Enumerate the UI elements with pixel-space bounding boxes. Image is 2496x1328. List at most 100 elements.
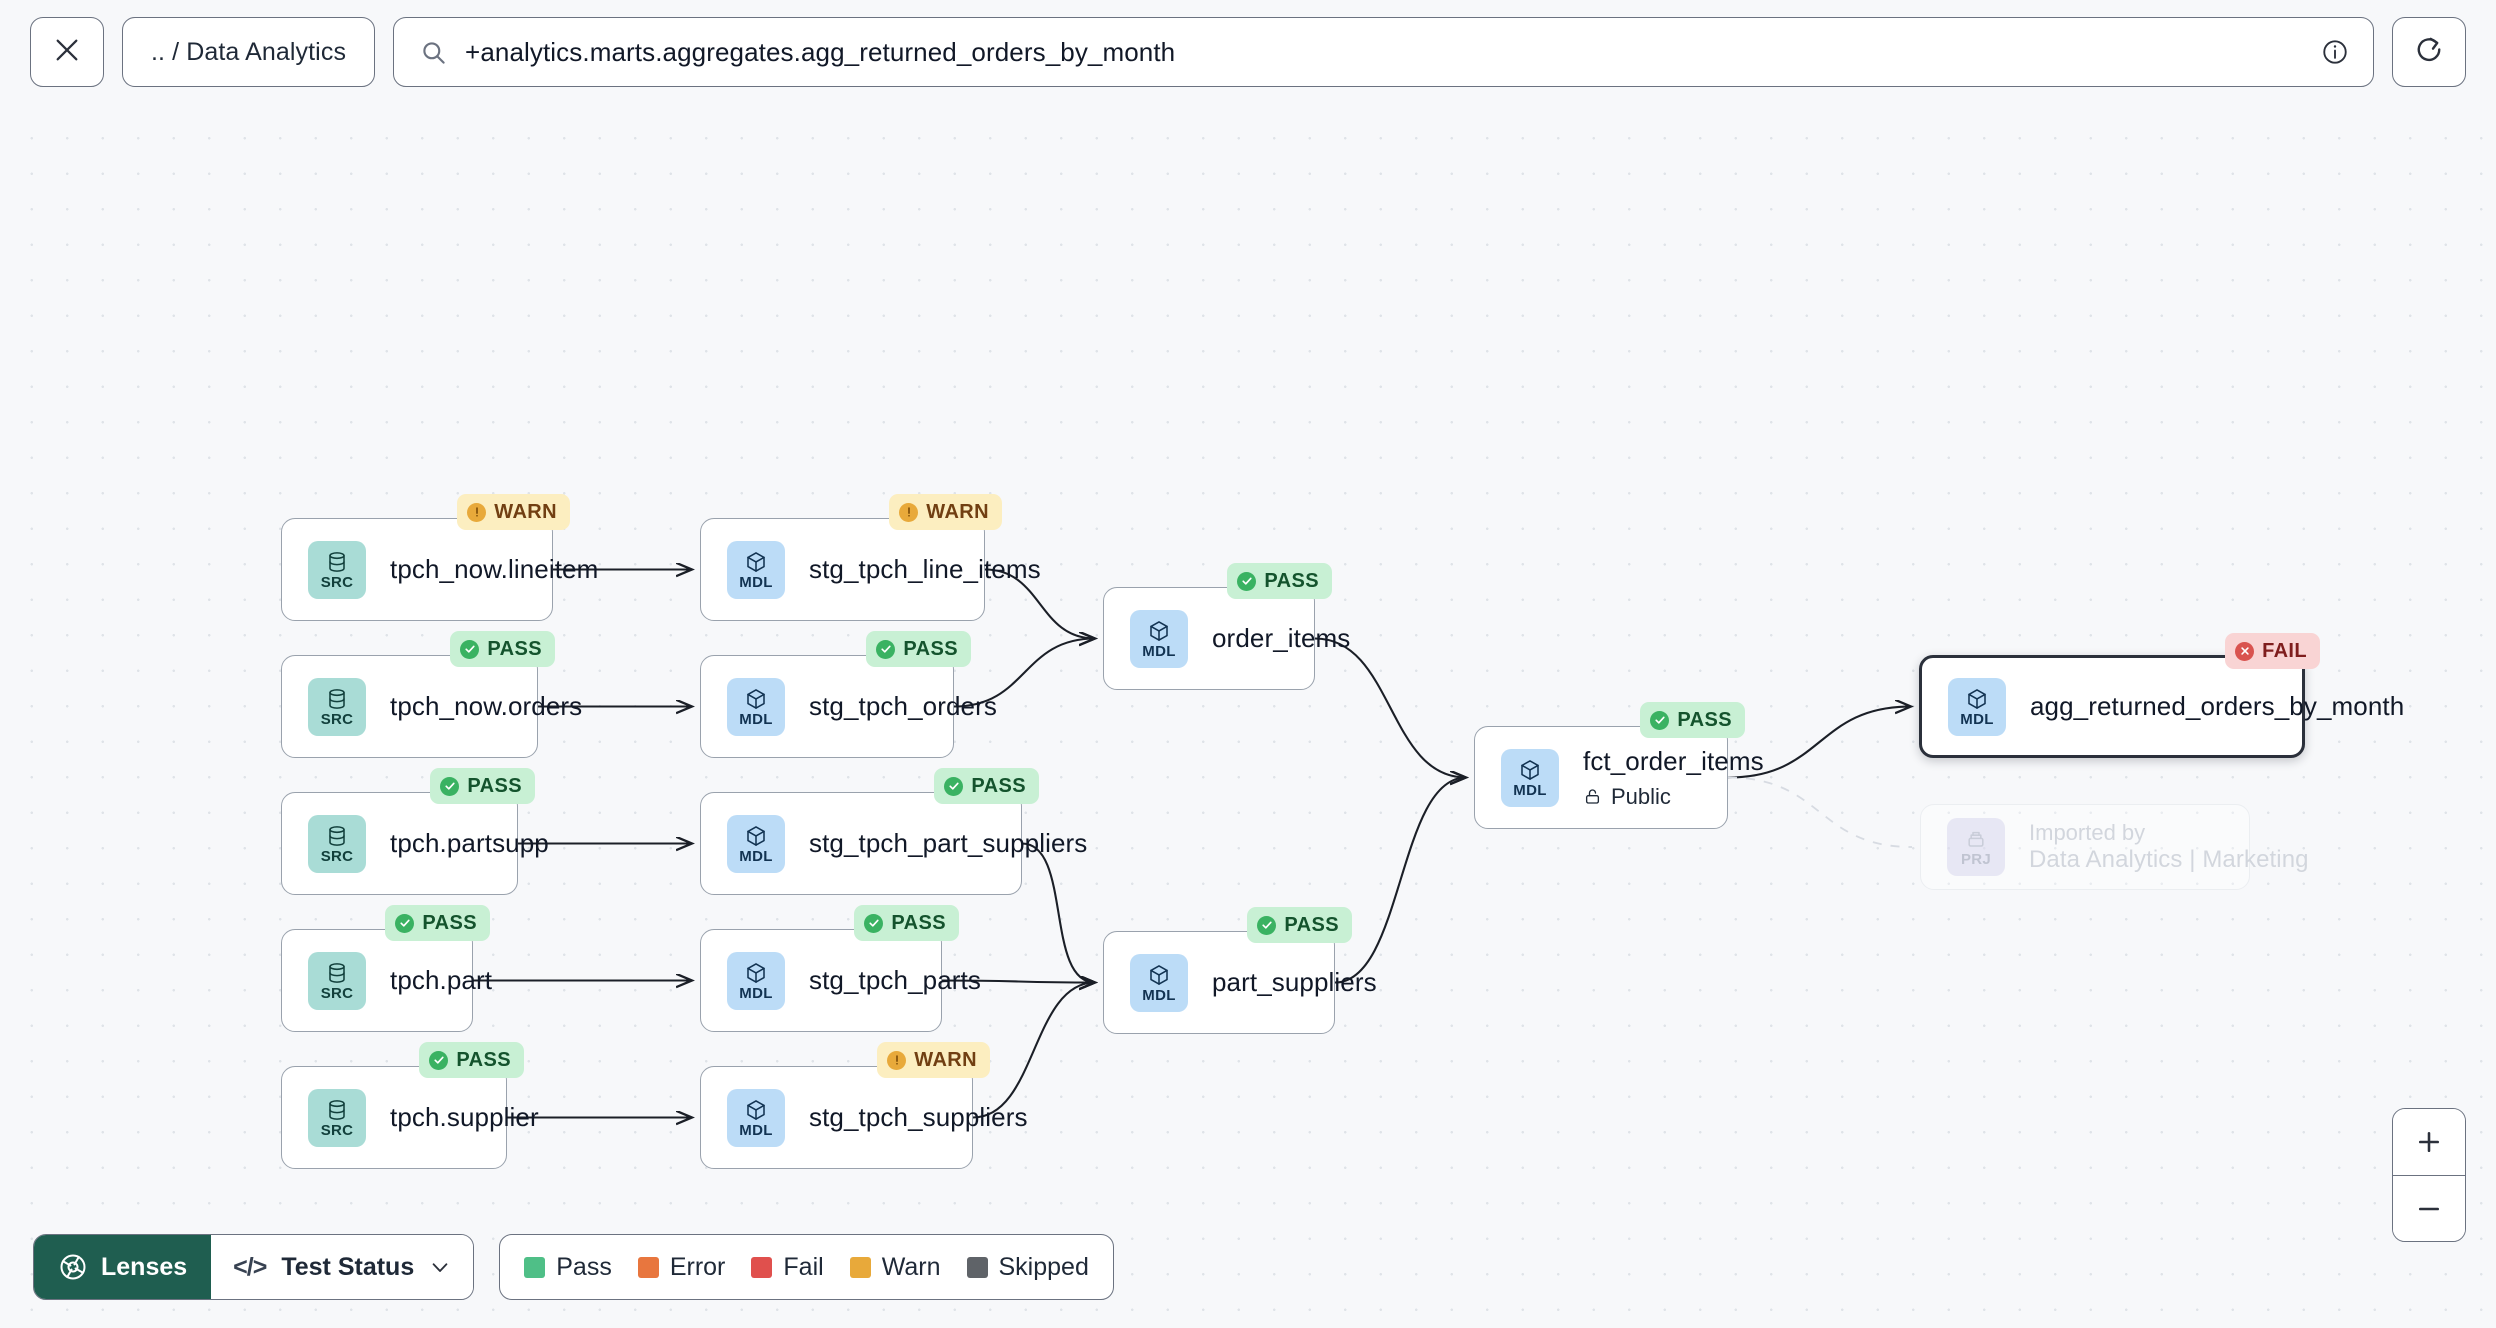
zoom-in-button[interactable] bbox=[2393, 1109, 2465, 1175]
status-badge-fail[interactable]: FAIL bbox=[2225, 633, 2320, 669]
legend-label: Warn bbox=[881, 1252, 941, 1281]
warn-icon bbox=[899, 502, 919, 522]
legend-swatch bbox=[849, 1256, 871, 1278]
graph-node-src-supplier[interactable]: PASS SRC tpch.supplier bbox=[281, 1042, 539, 1169]
lenses-button[interactable]: Lenses bbox=[34, 1235, 212, 1299]
node-type-label: MDL bbox=[739, 573, 773, 591]
node-body: tpch.partsupp bbox=[390, 828, 549, 859]
node-type-label: SRC bbox=[320, 710, 354, 728]
node-body: order_items bbox=[1212, 623, 1350, 654]
status-badge-pass[interactable]: PASS bbox=[1247, 907, 1352, 943]
node-type-label: MDL bbox=[739, 710, 773, 728]
test-status-dropdown[interactable]: </> Test Status bbox=[211, 1235, 474, 1299]
legend-item-fail[interactable]: Fail bbox=[751, 1253, 824, 1282]
breadcrumb[interactable]: .. / Data Analytics bbox=[122, 17, 376, 87]
node-body: tpch.supplier bbox=[390, 1102, 539, 1133]
breadcrumb-label: .. / Data Analytics bbox=[151, 37, 347, 66]
search-input[interactable]: +analytics.marts.aggregates.agg_returned… bbox=[393, 17, 2374, 87]
legend-label: Error bbox=[669, 1252, 726, 1281]
legend-swatch bbox=[966, 1256, 988, 1278]
node-type-mdl: MDL bbox=[727, 540, 785, 599]
node-label: tpch_now.lineitem bbox=[390, 554, 599, 584]
edge-mdl-part-suppliers-to-mdl-fct bbox=[1334, 778, 1466, 984]
node-type-label: SRC bbox=[320, 984, 354, 1002]
status-badge-pass[interactable]: PASS bbox=[866, 631, 971, 667]
graph-node-src-part[interactable]: PASS SRC tpch.part bbox=[281, 905, 492, 1032]
node-label: fct_order_items bbox=[1583, 745, 1764, 776]
close-button[interactable] bbox=[30, 17, 104, 87]
graph-node-src-partsupp[interactable]: PASS SRC tpch.partsupp bbox=[281, 768, 549, 895]
node-body: tpch_now.orders bbox=[390, 691, 583, 722]
node-type-src: SRC bbox=[308, 540, 366, 599]
legend-item-warn[interactable]: Warn bbox=[849, 1252, 941, 1282]
status-badge-warn[interactable]: WARN bbox=[457, 494, 570, 530]
status-badge-pass[interactable]: PASS bbox=[419, 1042, 524, 1078]
node-body: tpch.part bbox=[390, 965, 492, 996]
status-badge-warn[interactable]: WARN bbox=[889, 494, 1002, 530]
node-label: tpch_now.orders bbox=[390, 691, 583, 721]
legend-item-skipped[interactable]: Skipped bbox=[966, 1253, 1089, 1282]
status-badge-label: PASS bbox=[1264, 569, 1319, 592]
status-badge-warn[interactable]: WARN bbox=[877, 1042, 990, 1078]
legend-item-error[interactable]: Error bbox=[637, 1252, 726, 1282]
pass-icon bbox=[429, 1050, 449, 1070]
plus-icon bbox=[2415, 1128, 2443, 1156]
aperture-icon bbox=[58, 1252, 88, 1282]
node-type-mdl: MDL bbox=[727, 677, 785, 736]
node-type-mdl: MDL bbox=[1501, 748, 1559, 807]
graph-node-mdl-order-items[interactable]: PASS MDL order_items bbox=[1103, 563, 1350, 690]
status-badge-label: PASS bbox=[1284, 913, 1339, 936]
node-type-src: SRC bbox=[308, 677, 366, 736]
graph-node-mdl-line-items[interactable]: WARN MDL stg_tpch_line_items bbox=[700, 494, 1041, 621]
node-type-prj: PRJ bbox=[1947, 818, 2005, 876]
graph-node-src-lineitem[interactable]: WARN SRC tpch_now.lineitem bbox=[281, 494, 599, 621]
node-type-label: MDL bbox=[739, 1121, 773, 1139]
status-badge-pass[interactable]: PASS bbox=[934, 768, 1039, 804]
node-type-label: MDL bbox=[1960, 710, 1994, 728]
status-badge-label: FAIL bbox=[2262, 639, 2307, 662]
node-type-label: MDL bbox=[1142, 642, 1176, 660]
info-icon[interactable] bbox=[2321, 38, 2349, 66]
node-label: agg_returned_orders_by_month bbox=[2030, 691, 2405, 721]
node-type-src: SRC bbox=[308, 814, 366, 873]
lenses-group: Lenses </> Test Status bbox=[33, 1234, 475, 1300]
mdl-icon bbox=[744, 961, 768, 985]
node-type-src: SRC bbox=[308, 1088, 366, 1147]
zoom-out-button[interactable] bbox=[2393, 1175, 2465, 1241]
edge-mdl-part-supp-to-mdl-part-suppliers bbox=[1021, 842, 1095, 983]
src-icon bbox=[325, 550, 349, 574]
status-badge-pass[interactable]: PASS bbox=[854, 905, 959, 941]
pass-icon bbox=[876, 639, 896, 659]
node-body: agg_returned_orders_by_month bbox=[2030, 691, 2405, 722]
node-type-label: SRC bbox=[320, 847, 354, 865]
close-icon bbox=[53, 36, 81, 69]
status-badge-pass[interactable]: PASS bbox=[385, 905, 490, 941]
node-type-label: PRJ bbox=[1960, 851, 1992, 868]
status-badge-pass[interactable]: PASS bbox=[1640, 702, 1745, 738]
node-body: stg_tpch_part_suppliers bbox=[809, 828, 1087, 859]
lenses-label: Lenses bbox=[101, 1252, 188, 1281]
pass-icon bbox=[460, 639, 480, 659]
status-badge-pass[interactable]: PASS bbox=[450, 631, 555, 667]
node-body: stg_tpch_line_items bbox=[809, 554, 1041, 585]
legend-item-pass[interactable]: Pass bbox=[524, 1253, 612, 1282]
node-label: Data Analytics | Marketing bbox=[2029, 846, 2309, 873]
status-badge-pass[interactable]: PASS bbox=[430, 768, 535, 804]
node-caption: Imported by bbox=[2029, 820, 2146, 845]
refresh-button[interactable] bbox=[2392, 17, 2466, 87]
graph-node-src-orders[interactable]: PASS SRC tpch_now.orders bbox=[281, 631, 583, 758]
graph-node-mdl-agg[interactable]: FAIL MDL agg_returned_orders_by_month bbox=[1919, 633, 2405, 758]
status-badge-pass[interactable]: PASS bbox=[1227, 563, 1332, 599]
mdl-icon bbox=[744, 824, 768, 848]
status-badge-label: WARN bbox=[926, 500, 989, 523]
node-type-mdl: MDL bbox=[1130, 953, 1188, 1012]
